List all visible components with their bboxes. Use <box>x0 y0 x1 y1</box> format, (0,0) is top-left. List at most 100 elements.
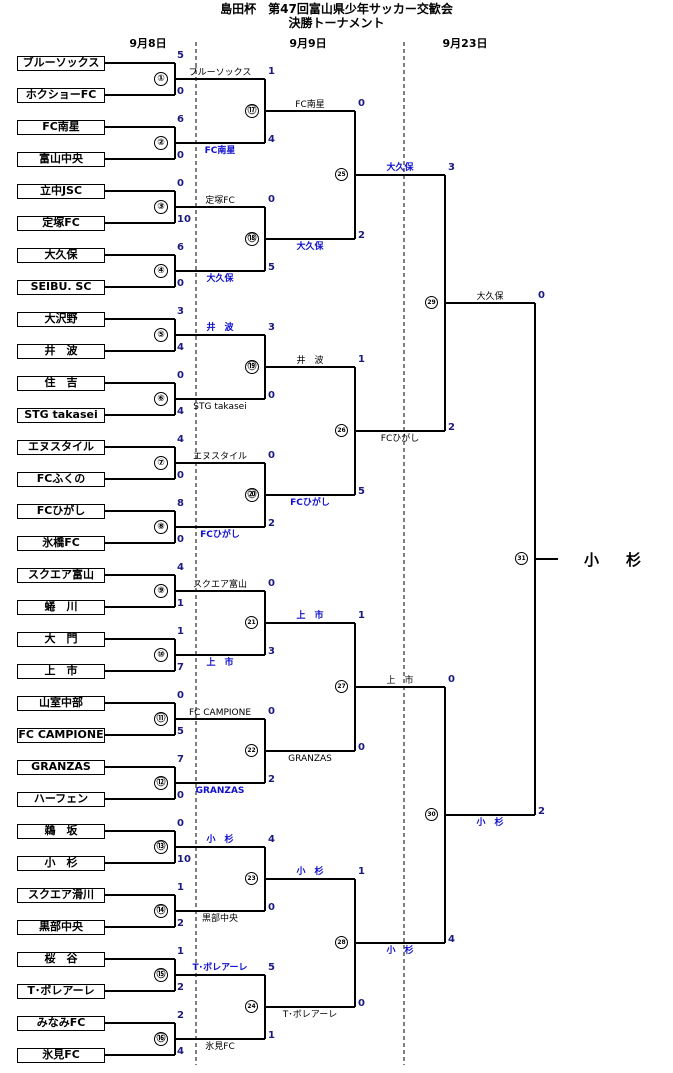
score: 10 <box>177 854 191 865</box>
team-box: SEIBU. SC <box>17 279 105 295</box>
team-label: 上 市 <box>206 658 234 668</box>
team-label: 大久保 <box>206 274 234 284</box>
score: 2 <box>177 918 184 929</box>
page-subtitle: 決勝トーナメント <box>288 16 385 30</box>
team-label: 氷見FC <box>205 1042 235 1052</box>
team-label: T･ボレアーレ <box>282 1010 338 1020</box>
score: 1 <box>177 946 184 957</box>
score: 0 <box>177 790 184 801</box>
match-number: ② <box>154 136 168 150</box>
team-box: 桜 谷 <box>17 951 105 967</box>
score: 1 <box>268 66 275 77</box>
match-number: ⑬ <box>154 840 168 854</box>
team-label: 小 杉 <box>296 867 324 877</box>
team-label: FCひがし <box>380 434 420 444</box>
team-box: 黒部中央 <box>17 919 105 935</box>
match-number: 31 <box>515 552 528 565</box>
match-number: ⑤ <box>154 328 168 342</box>
score: 0 <box>177 690 184 701</box>
match-number: ⑱ <box>245 232 259 246</box>
team-box: ブルーソックス <box>17 55 105 71</box>
match-number: 23 <box>245 872 258 885</box>
page-title: 島田杯 第47回富山県少年サッカー交歓会 <box>220 2 453 16</box>
score: 0 <box>358 98 365 109</box>
team-label: 定塚FC <box>205 196 235 206</box>
team-box: 大久保 <box>17 247 105 263</box>
match-number: ④ <box>154 264 168 278</box>
date-round3: 9月23日 <box>442 37 488 50</box>
team-box: 立中JSC <box>17 183 105 199</box>
team-box: ハーフェン <box>17 791 105 807</box>
team-box: 小 杉 <box>17 855 105 871</box>
score: 4 <box>448 934 455 945</box>
match-number: ⑳ <box>245 488 259 502</box>
score: 0 <box>177 370 184 381</box>
score: 0 <box>177 470 184 481</box>
match-number: ⑨ <box>154 584 168 598</box>
score: 1 <box>177 882 184 893</box>
score: 1 <box>177 598 184 609</box>
match-number: ⑩ <box>154 648 168 662</box>
team-label: エヌスタイル <box>192 452 248 462</box>
team-label: 大久保 <box>296 242 324 252</box>
date-round2: 9月9日 <box>289 37 327 50</box>
match-number: 21 <box>245 616 258 629</box>
team-label: FCひがし <box>200 530 240 540</box>
match-number: ⑰ <box>245 104 259 118</box>
match-number: ⑧ <box>154 520 168 534</box>
team-box: 富山中央 <box>17 151 105 167</box>
score: 0 <box>177 178 184 189</box>
team-label: 小 杉 <box>386 946 414 956</box>
score: 5 <box>177 726 184 737</box>
team-label: FC南星 <box>295 100 325 110</box>
score: 2 <box>268 774 275 785</box>
score: 1 <box>358 610 365 621</box>
score: 2 <box>448 422 455 433</box>
score: 3 <box>268 322 275 333</box>
score: 0 <box>177 818 184 829</box>
team-box: 山室中部 <box>17 695 105 711</box>
score: 4 <box>268 834 275 845</box>
team-box: 上 市 <box>17 663 105 679</box>
team-label: GRANZAS <box>195 786 245 796</box>
team-box: 大沢野 <box>17 311 105 327</box>
match-number: ① <box>154 72 168 86</box>
match-number: 29 <box>425 296 438 309</box>
score: 4 <box>177 1046 184 1057</box>
team-label: FC CAMPIONE <box>188 708 252 718</box>
score: 5 <box>268 262 275 273</box>
team-label: スクエア富山 <box>192 580 248 590</box>
team-box: エヌスタイル <box>17 439 105 455</box>
team-label: FC南星 <box>204 146 236 156</box>
team-box: スクエア滑川 <box>17 887 105 903</box>
team-box: 氷見FC <box>17 1047 105 1063</box>
score: 0 <box>268 902 275 913</box>
score: 0 <box>177 86 184 97</box>
team-box: スクエア富山 <box>17 567 105 583</box>
match-number: ⑪ <box>154 712 168 726</box>
match-number: ⑲ <box>245 360 259 374</box>
score: 2 <box>538 806 545 817</box>
score: 0 <box>358 998 365 1009</box>
team-box: 住 吉 <box>17 375 105 391</box>
score: 0 <box>448 674 455 685</box>
score: 1 <box>268 1030 275 1041</box>
team-label: 大久保 <box>476 292 504 302</box>
score: 5 <box>177 50 184 61</box>
match-number: 27 <box>335 680 348 693</box>
score: 8 <box>177 498 184 509</box>
team-box: FCふくの <box>17 471 105 487</box>
score: 6 <box>177 114 184 125</box>
score: 0 <box>268 578 275 589</box>
score: 3 <box>177 306 184 317</box>
match-number: ⑦ <box>154 456 168 470</box>
match-number: 24 <box>245 1000 258 1013</box>
team-box: ホクショーFC <box>17 87 105 103</box>
score: 0 <box>177 534 184 545</box>
match-number: ⑮ <box>154 968 168 982</box>
team-label: 大久保 <box>386 163 414 173</box>
team-box: 井 波 <box>17 343 105 359</box>
score: 2 <box>177 1010 184 1021</box>
score: 5 <box>268 962 275 973</box>
